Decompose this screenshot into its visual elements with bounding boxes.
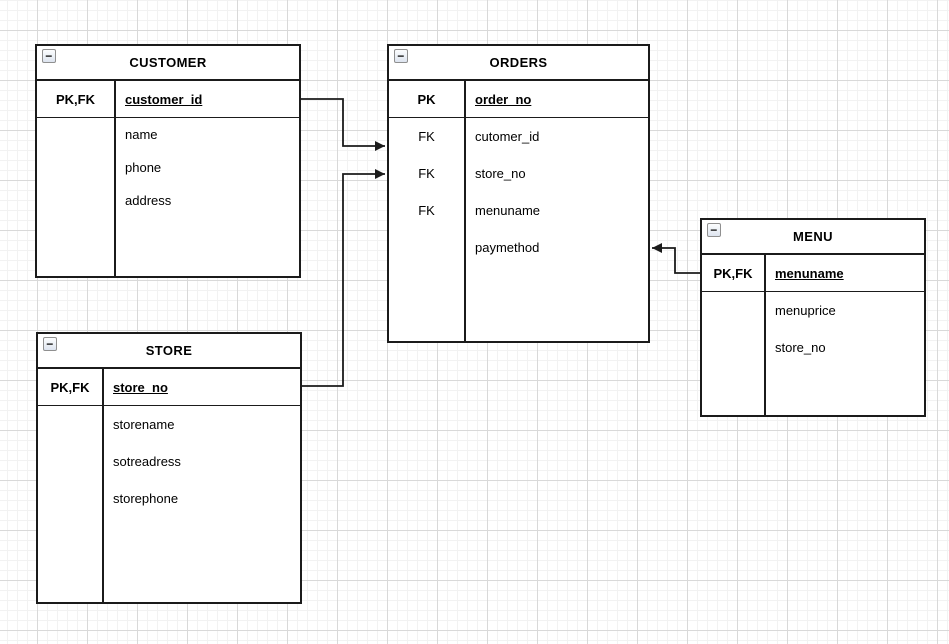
attribute-name: phone [125,160,162,175]
attribute-name: storephone [113,491,179,506]
attribute-name: menuname [775,265,844,281]
key-label: FK [418,166,435,181]
attribute-name: address [125,193,172,208]
entity-orders-header[interactable]: − ORDERS [389,46,648,81]
table-row[interactable]: store_no [702,329,924,366]
key-label: PK,FK [50,379,90,395]
entity-orders[interactable]: − ORDERS PK order_no FK cutomer_id FK st… [387,44,650,343]
table-row[interactable]: address [37,184,299,217]
entity-title: STORE [145,343,193,358]
key-label: PK,FK [56,91,95,107]
table-row[interactable]: PK,FK customer_id [37,81,299,118]
attribute-name: name [125,127,158,142]
entity-title: ORDERS [489,55,548,70]
column-divider [102,369,104,602]
key-label: FK [418,129,435,144]
column-divider [114,81,116,276]
table-row[interactable]: PK,FK menuname [702,255,924,292]
collapse-minus-icon[interactable]: − [394,49,408,63]
attribute-name: order_no [475,91,532,107]
attribute-name: cutomer_id [475,129,540,144]
minus-glyph: − [46,337,54,351]
table-row[interactable]: phone [37,151,299,184]
attribute-name: menuprice [775,303,836,318]
collapse-minus-icon[interactable]: − [707,223,721,237]
minus-glyph: − [710,223,718,237]
minus-glyph: − [397,49,405,63]
connector-customer-orders[interactable] [300,98,385,151]
table-row[interactable]: storephone [38,480,300,517]
table-row[interactable]: sotreadress [38,443,300,480]
connector-store-orders[interactable] [301,169,385,387]
entity-menu-header[interactable]: − MENU [702,220,924,255]
connector-menu-orders[interactable] [652,243,700,274]
entity-store-body: PK,FK store_no storename sotreadress sto… [38,369,300,602]
key-label: PK [417,91,436,107]
attribute-name: store_no [113,379,168,395]
collapse-minus-icon[interactable]: − [43,337,57,351]
attribute-name: store_no [475,166,526,181]
entity-orders-body: PK order_no FK cutomer_id FK store_no FK… [389,81,648,341]
column-divider [464,81,466,341]
entity-customer[interactable]: − CUSTOMER PK,FK customer_id name phone … [35,44,301,278]
entity-title: MENU [793,229,833,244]
table-row[interactable]: PK order_no [389,81,648,118]
attribute-name: customer_id [125,91,203,107]
attribute-name: paymethod [475,240,540,255]
attribute-name: menuname [475,203,541,218]
entity-customer-header[interactable]: − CUSTOMER [37,46,299,81]
attribute-name: sotreadress [113,454,181,469]
table-row[interactable]: storename [38,406,300,443]
table-row[interactable]: paymethod [389,229,648,266]
table-row[interactable]: FK cutomer_id [389,118,648,155]
table-row[interactable]: FK menuname [389,192,648,229]
table-row[interactable]: FK store_no [389,155,648,192]
column-divider [764,255,766,415]
entity-store-header[interactable]: − STORE [38,334,300,369]
table-row[interactable]: menuprice [702,292,924,329]
entity-title: CUSTOMER [129,55,207,70]
attribute-name: store_no [775,340,826,355]
attribute-name: storename [113,417,175,432]
collapse-minus-icon[interactable]: − [42,49,56,63]
entity-menu[interactable]: − MENU PK,FK menuname menuprice store_no [700,218,926,417]
entity-menu-body: PK,FK menuname menuprice store_no [702,255,924,415]
table-row[interactable]: name [37,118,299,151]
key-label: FK [418,203,435,218]
table-row[interactable]: PK,FK store_no [38,369,300,406]
entity-customer-body: PK,FK customer_id name phone address [37,81,299,276]
key-label: PK,FK [713,265,753,281]
entity-store[interactable]: − STORE PK,FK store_no storename sotread… [36,332,302,604]
minus-glyph: − [45,49,53,63]
